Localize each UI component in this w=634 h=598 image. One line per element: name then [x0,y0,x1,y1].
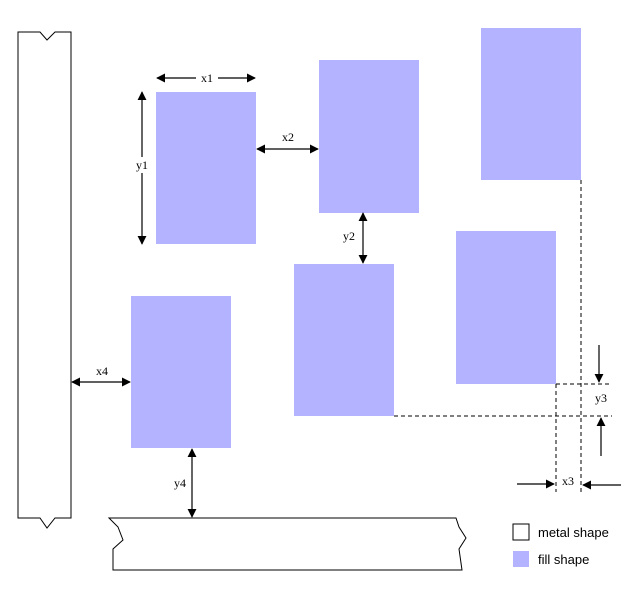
label-bg [131,157,153,173]
y1-label: y1 [136,158,148,172]
metal-shape-vertical [17,31,72,529]
fill-shape-5 [456,231,556,384]
y4-label: y4 [174,476,186,490]
legend-fill-label: fill shape [538,552,589,567]
metal-shape-horizontal [107,517,467,571]
x2-label: x2 [282,130,294,144]
fill-shape-3 [481,28,581,180]
fill-shape-2 [319,60,419,213]
x4-label: x4 [96,364,108,378]
legend-metal-swatch [512,523,530,541]
fill-shape-1 [156,92,256,244]
fill-shape-6 [131,296,231,448]
legend: metal shape fill shape [512,523,609,567]
fill-shape-4 [294,264,394,416]
y2-label: y2 [343,229,355,243]
y3-label: y3 [595,391,607,405]
legend-metal-label: metal shape [538,525,609,540]
x1-label: x1 [201,71,213,85]
legend-fill-swatch [513,551,529,567]
x3-label: x3 [562,474,574,488]
label-bg [196,70,218,85]
